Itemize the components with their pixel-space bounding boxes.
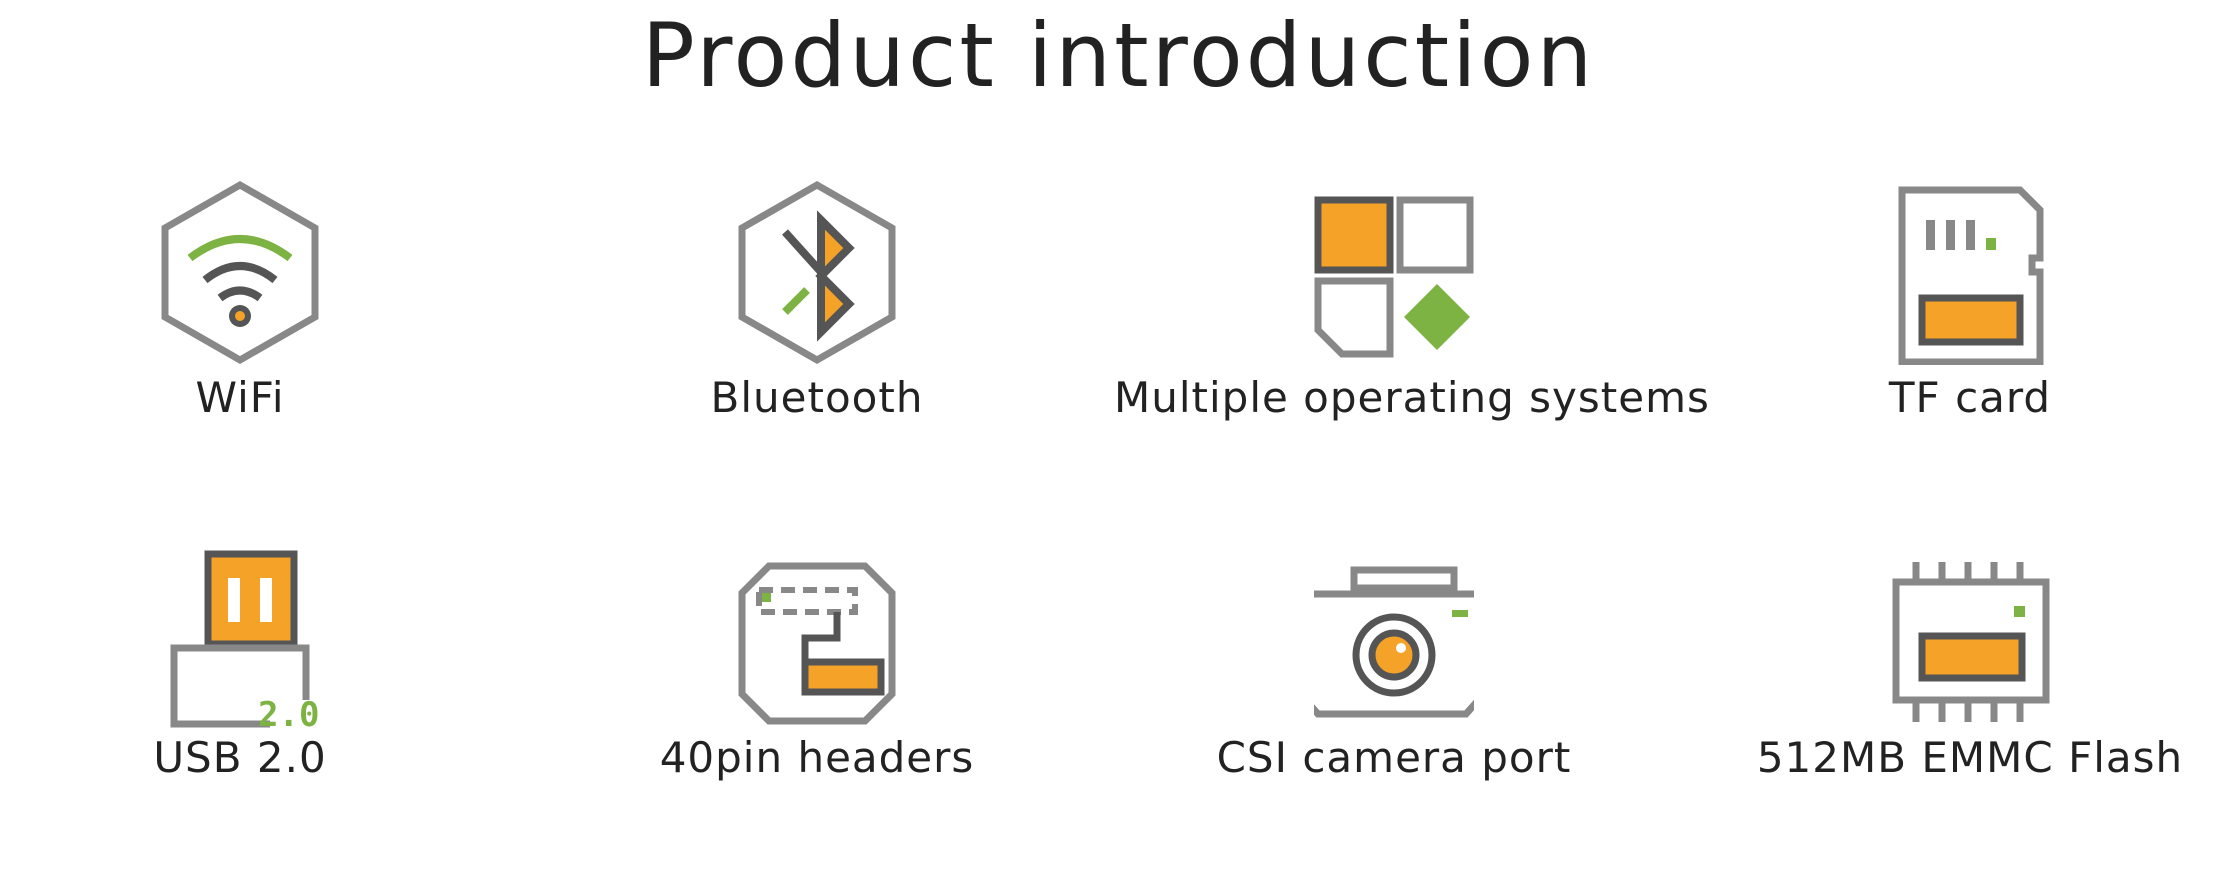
feature-40pin-headers: 40pin headers	[537, 550, 1097, 850]
feature-label: WiFi	[195, 373, 285, 422]
svg-text:2.0: 2.0	[258, 695, 319, 735]
pin-headers-icon	[737, 550, 897, 735]
usb-icon: 2.0	[160, 550, 320, 735]
feature-label: Bluetooth	[710, 373, 924, 422]
feature-label: TF card	[1888, 373, 2052, 422]
tf-card-icon	[1890, 180, 2050, 365]
wifi-icon	[160, 180, 320, 365]
feature-csi-camera-port: CSI camera port	[1114, 550, 1674, 850]
feature-bluetooth: Bluetooth	[537, 180, 1097, 480]
feature-wifi: WiFi	[0, 180, 520, 480]
feature-emmc-flash: 512MB EMMC Flash	[1690, 550, 2237, 850]
feature-operating-systems: Multiple operating systems	[1114, 180, 1710, 480]
feature-usb: 2.0 USB 2.0	[0, 550, 520, 850]
feature-label: 40pin headers	[659, 733, 975, 782]
bluetooth-icon	[737, 180, 897, 365]
operating-systems-icon	[1314, 180, 1474, 365]
page-title: Product introduction	[641, 4, 1596, 107]
camera-icon	[1314, 550, 1474, 735]
feature-tf-card: TF card	[1690, 180, 2237, 480]
feature-label: USB 2.0	[153, 733, 327, 782]
emmc-chip-icon	[1890, 550, 2050, 735]
feature-label: Multiple operating systems	[1114, 373, 1710, 422]
feature-label: 512MB EMMC Flash	[1756, 733, 2184, 782]
feature-label: CSI camera port	[1216, 733, 1572, 782]
